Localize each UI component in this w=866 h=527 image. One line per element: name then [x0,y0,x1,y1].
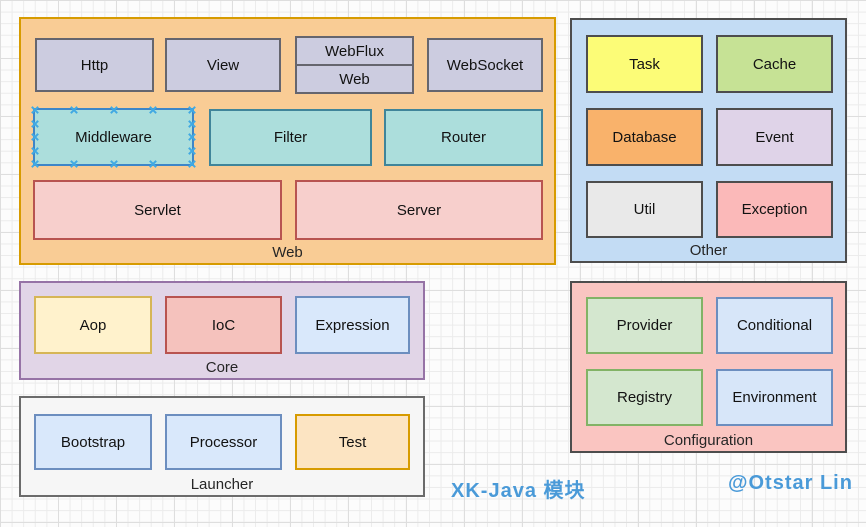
box-cache[interactable]: Cache [716,35,833,93]
box-label: Expression [315,316,390,334]
box-label: Cache [752,55,797,73]
box-view[interactable]: View [165,38,281,92]
box-cell-web: Web [297,64,412,92]
box-label: View [206,56,240,74]
selection-handle[interactable] [69,159,79,169]
box-router[interactable]: Router [384,109,543,166]
box-cell-webflux: WebFlux [297,38,412,64]
box-label: Conditional [736,317,813,334]
box-database[interactable]: Database [586,108,703,166]
group-label-web: Web [272,244,303,261]
box-filter[interactable]: Filter [209,109,372,166]
box-label: WebFlux [325,42,384,60]
selection-handle[interactable] [30,159,40,169]
box-label: Util [633,201,656,218]
selection-handle[interactable] [30,146,40,156]
group-label-core: Core [205,359,239,376]
box-util[interactable]: Util [586,181,703,238]
box-registry[interactable]: Registry [586,369,703,426]
box-label: IoC [211,316,236,334]
selection-handle[interactable] [187,146,197,156]
box-conditional[interactable]: Conditional [716,297,833,354]
group-label-configuration: Configuration [663,432,754,449]
selection-handle[interactable] [30,119,40,129]
box-label: Environment [732,389,817,406]
selection-handle[interactable] [187,119,197,129]
box-processor[interactable]: Processor [165,414,282,470]
box-label: Task [629,55,660,73]
selection-handle[interactable] [187,132,197,142]
selection-handle[interactable] [187,159,197,169]
box-label: Filter [273,129,308,146]
selection-handle[interactable] [148,105,158,115]
box-http[interactable]: Http [35,38,154,92]
box-server[interactable]: Server [295,180,543,240]
box-ioc[interactable]: IoC [165,296,282,354]
box-test[interactable]: Test [295,414,410,470]
box-bootstrap[interactable]: Bootstrap [34,414,152,470]
box-label: WebSocket [446,56,524,74]
box-label: Processor [189,433,258,451]
box-label: Provider [616,317,673,334]
diagram-title-text[interactable]: XK-Java 模块 [451,480,586,502]
box-label: Router [440,129,487,146]
selection-handle[interactable] [69,105,79,115]
box-label: Server [396,201,442,219]
box-label: Registry [616,389,672,406]
selection-handle[interactable] [187,105,197,115]
box-websocket[interactable]: WebSocket [427,38,543,92]
selection-handle[interactable] [30,132,40,142]
box-label: Web [339,70,370,88]
box-label: Servlet [134,201,181,219]
selection-handle[interactable] [109,105,119,115]
box-label: Exception [741,201,808,218]
selection-handle[interactable] [148,159,158,169]
box-label: Bootstrap [60,433,126,451]
box-expression[interactable]: Expression [295,296,410,354]
box-servlet[interactable]: Servlet [33,180,282,240]
group-label-other: Other [689,242,728,259]
box-event[interactable]: Event [716,108,833,166]
author-credit-text[interactable]: @Otstar Lin [728,472,853,494]
box-label: Database [612,128,677,146]
box-label: Test [338,433,367,451]
group-label-launcher: Launcher [190,476,254,493]
box-environment[interactable]: Environment [716,369,833,426]
box-aop[interactable]: Aop [34,296,152,354]
box-label: Event [755,128,794,146]
box-task[interactable]: Task [586,35,703,93]
box-label: Aop [79,316,107,334]
selection-handle[interactable] [30,105,40,115]
selection-handle[interactable] [109,159,119,169]
box-label: Middleware [75,128,152,146]
box-exception[interactable]: Exception [716,181,833,238]
box-middleware[interactable]: Middleware [33,108,194,166]
box-label: Http [80,56,109,74]
box-provider[interactable]: Provider [586,297,703,354]
